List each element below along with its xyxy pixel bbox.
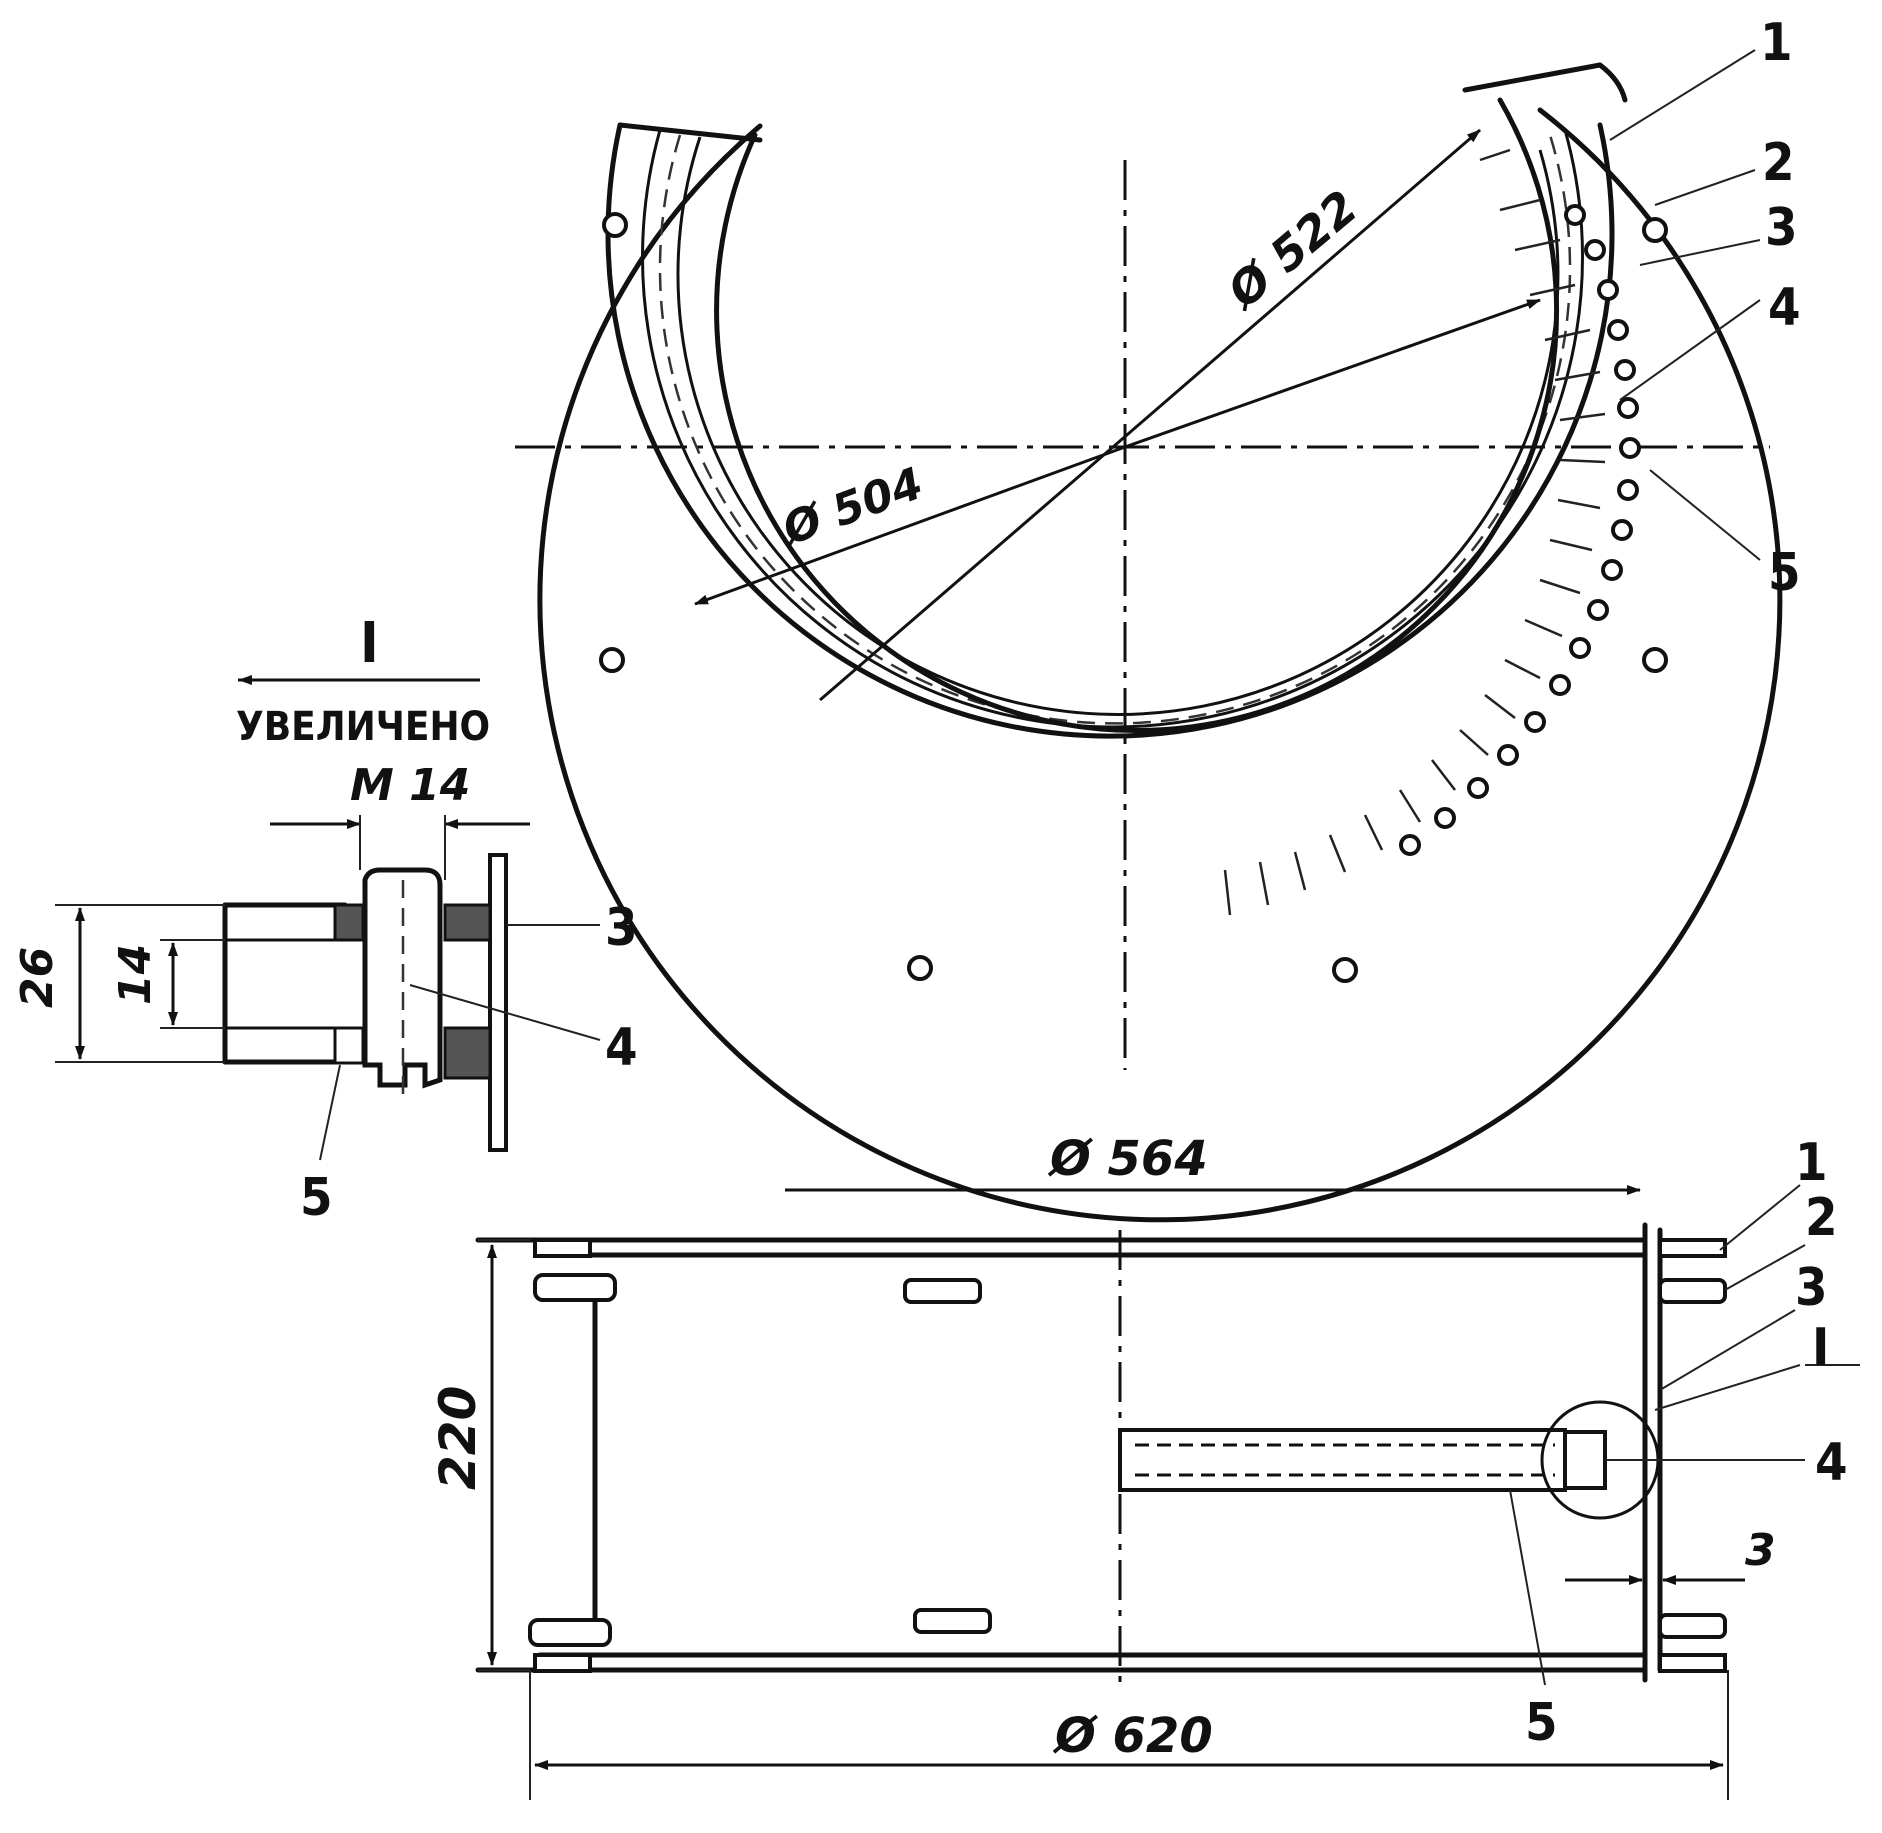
bolt <box>602 212 628 238</box>
ring-outer-arc <box>605 122 1615 739</box>
m14-label: M 14 <box>350 760 470 811</box>
dim-26-label: 26 <box>12 947 63 1008</box>
d504-dim-line <box>694 445 1126 606</box>
part-3-label: 3 <box>1765 198 1798 258</box>
part-5-label: 5 <box>1768 543 1801 603</box>
bolt <box>1642 217 1668 243</box>
d564-label: Ø 564 <box>1047 1131 1208 1187</box>
detail-part-4-label: 4 <box>605 1018 638 1078</box>
nut-section <box>443 1026 492 1080</box>
d504-label: Ø 504 <box>774 458 930 556</box>
d522-label: Ø 522 <box>1215 180 1368 320</box>
ring-cut-end-left <box>617 122 763 143</box>
dim-3-label: 3 <box>1745 1525 1776 1576</box>
ring-cut-lip <box>1597 62 1628 103</box>
spring <box>1118 1428 1567 1492</box>
part-2-label: 2 <box>1762 133 1795 193</box>
bolt <box>1642 647 1668 673</box>
section-hatching <box>1223 148 1606 916</box>
nut-section <box>443 903 492 942</box>
detail-roman-label: I <box>360 611 379 676</box>
ring-cut-end-right <box>1462 62 1603 93</box>
spring-coils <box>1399 204 1641 856</box>
top-view: Ø 522 Ø 504 1 2 3 4 5 <box>515 13 1801 1223</box>
detail-part-5-label: 5 <box>300 1168 333 1228</box>
side-callout-label: I <box>1812 1318 1829 1378</box>
d620-label: Ø 620 <box>1052 1708 1213 1764</box>
ring-outer-edge <box>537 107 1783 1223</box>
ring-inner-edge <box>714 97 1560 733</box>
side-part-3-label: 3 <box>1795 1258 1828 1318</box>
detail-caption: УВЕЛИЧЕНО <box>236 704 490 750</box>
side-part-4-label: 4 <box>1815 1433 1848 1493</box>
bolt-circle <box>658 134 1572 725</box>
side-part-2-label: 2 <box>1805 1188 1838 1248</box>
inner-dim-line <box>1124 298 1541 449</box>
dim-14-label: 14 <box>110 944 161 1005</box>
detail-view: I УВЕЛИЧЕНО M 14 <box>12 611 638 1228</box>
side-view: Ø 564 220 <box>429 1131 1860 1800</box>
d522-dim-line <box>819 128 1481 702</box>
plate-section <box>488 853 508 1152</box>
part-1-label: 1 <box>1760 13 1793 73</box>
dim-220-label: 220 <box>429 1386 487 1490</box>
detail-part-3-label: 3 <box>605 898 638 958</box>
side-part-5-label: 5 <box>1525 1693 1558 1753</box>
ring-middle-arc <box>641 129 1584 729</box>
part-4-label: 4 <box>1768 278 1801 338</box>
ring-inner-arc2 <box>676 136 1560 716</box>
bolt <box>907 955 933 981</box>
bolt <box>1332 957 1358 983</box>
bolt-section <box>362 867 443 1089</box>
nut-section <box>333 903 365 942</box>
bolt <box>599 647 625 673</box>
side-part-1-label: 1 <box>1795 1133 1828 1193</box>
